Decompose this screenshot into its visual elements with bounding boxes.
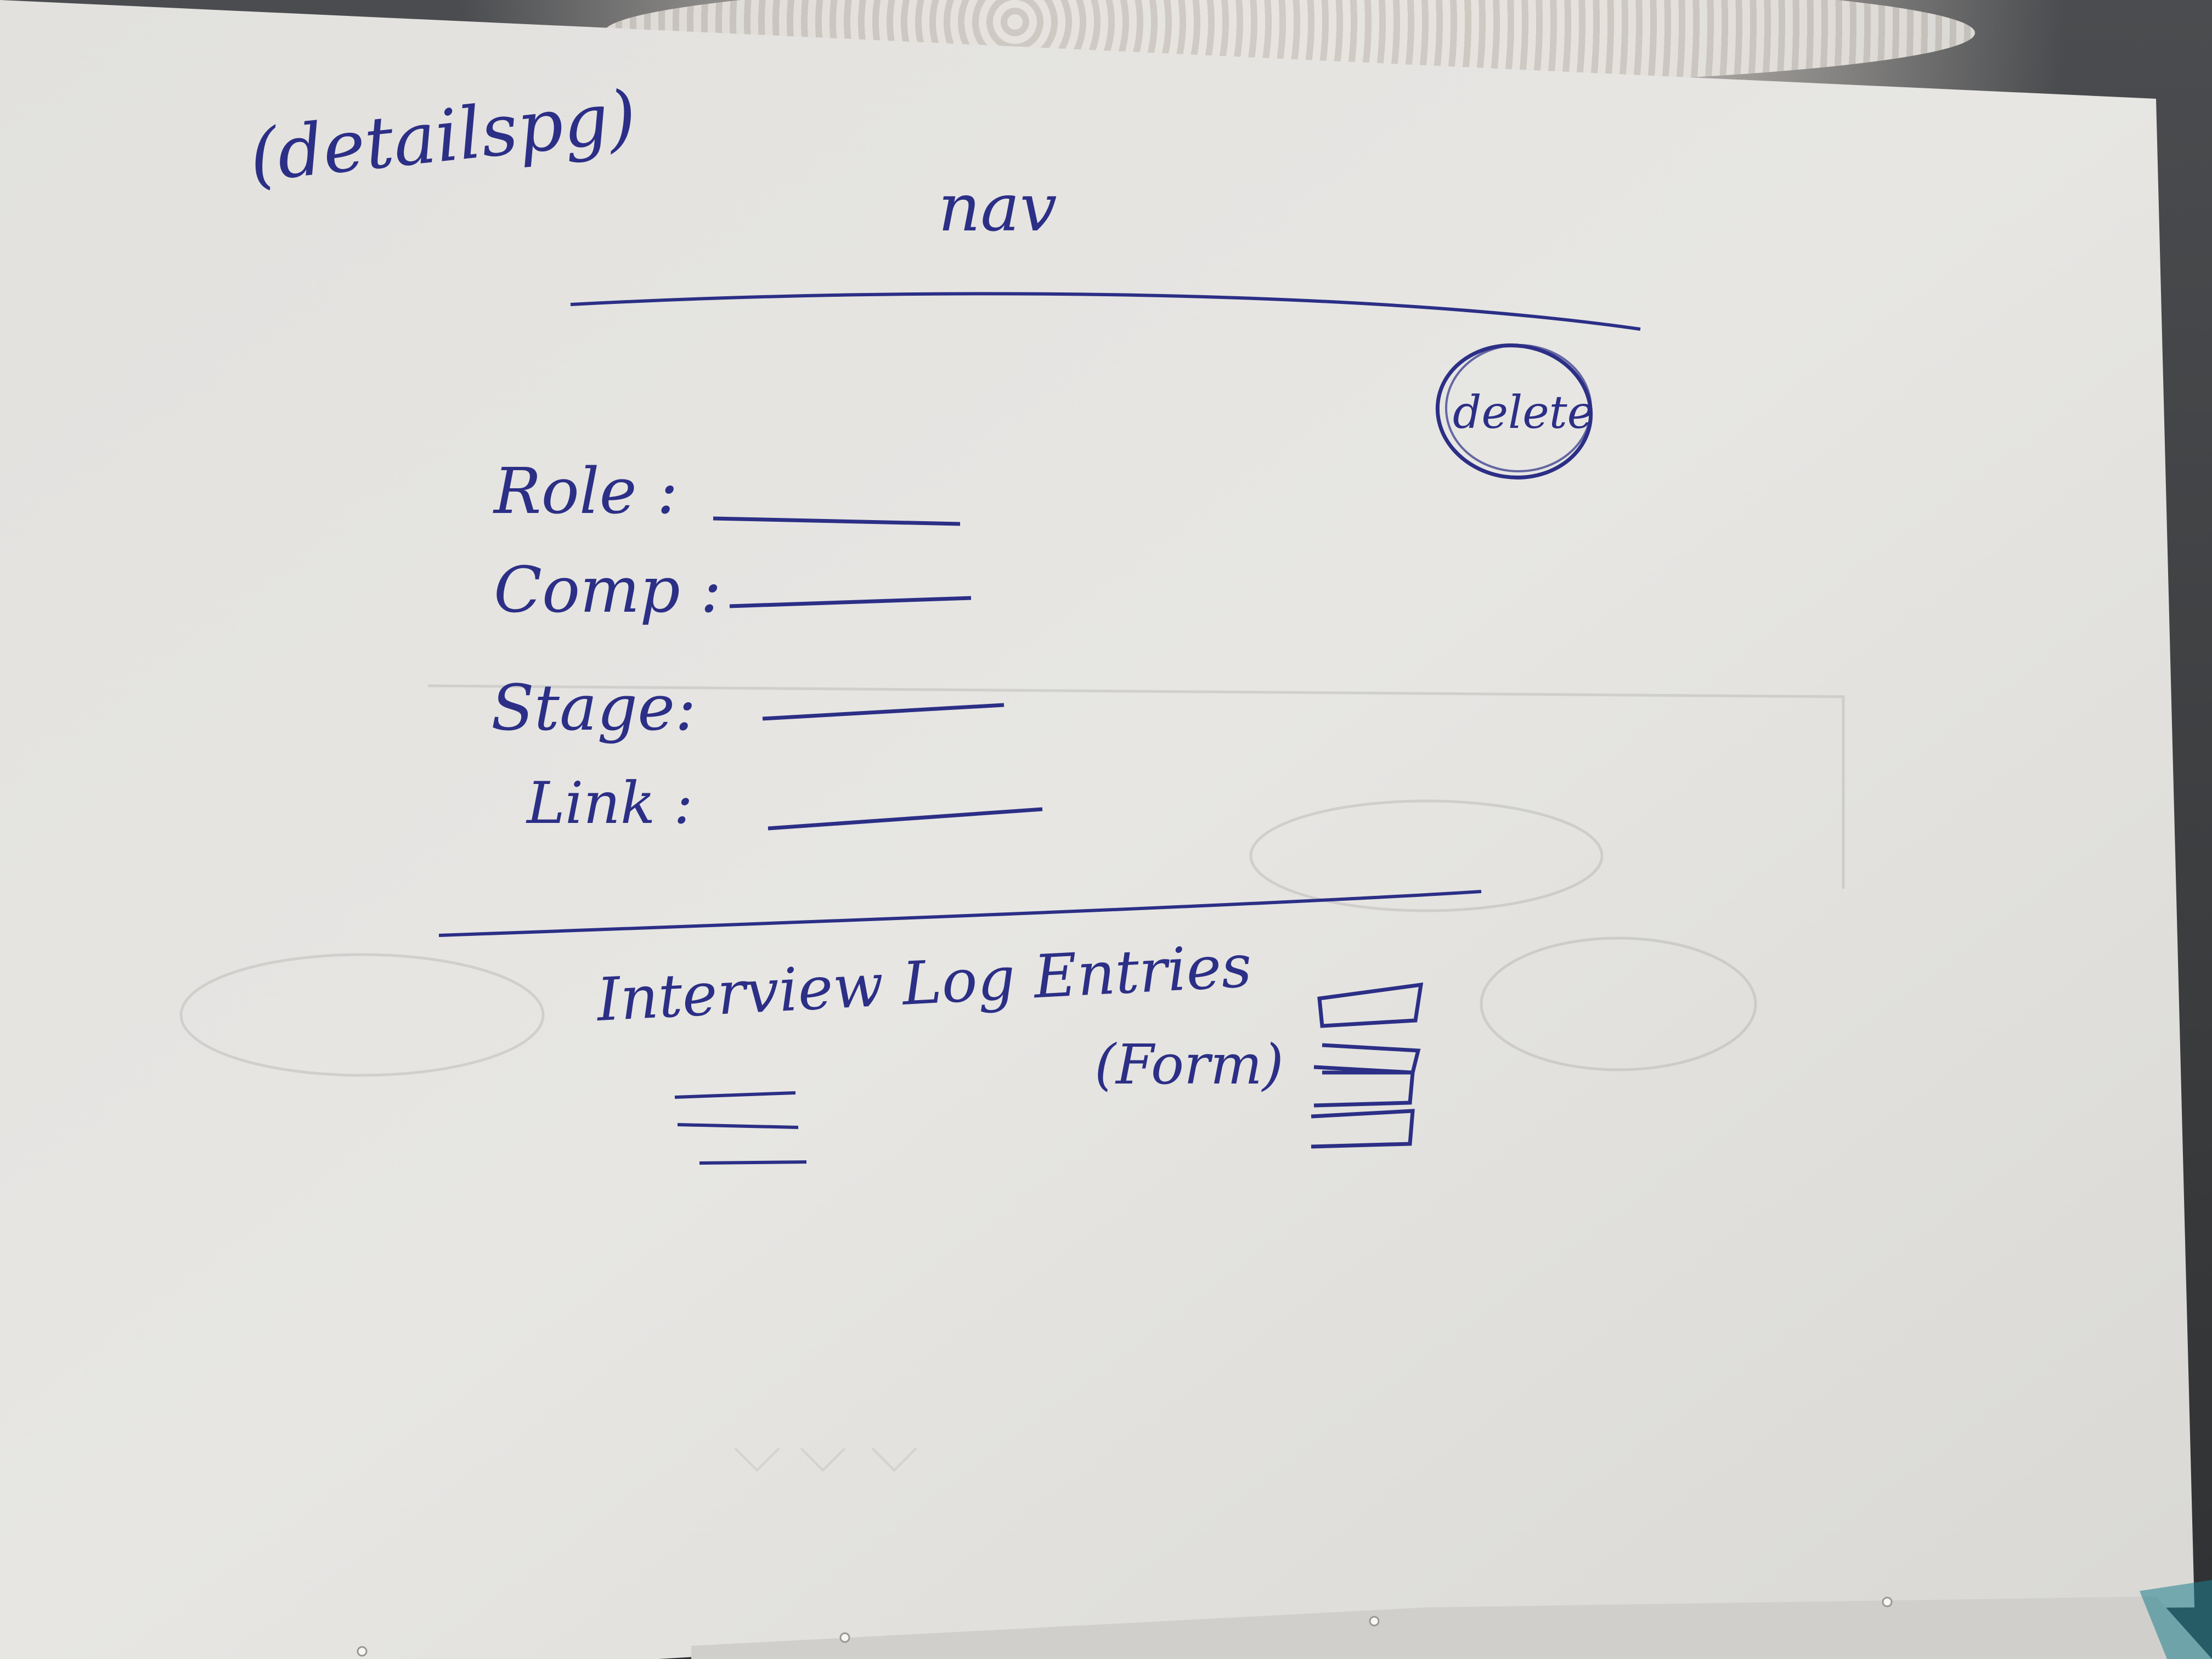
delete-button[interactable]: delete bbox=[1429, 336, 1600, 488]
nav-divider bbox=[570, 292, 1641, 331]
log-entry-line bbox=[677, 1123, 799, 1129]
log-entry-line bbox=[674, 1091, 796, 1099]
field-value-line-link bbox=[768, 807, 1043, 831]
page-label: (detailspg) bbox=[245, 75, 640, 198]
log-entry-line bbox=[699, 1160, 807, 1165]
field-value-line-comp bbox=[729, 596, 972, 608]
detail-field-link: Link : bbox=[526, 770, 1043, 837]
field-label-stage: Stage: bbox=[491, 672, 696, 745]
log-section-title: Interview Log Entries bbox=[594, 932, 1254, 1035]
field-label-link: Link : bbox=[526, 770, 693, 837]
field-label-comp: Comp : bbox=[494, 554, 721, 627]
detail-field-stage: Stage: bbox=[491, 672, 1005, 745]
field-value-line-stage bbox=[762, 703, 1005, 721]
delete-button-label: delete bbox=[1453, 387, 1594, 439]
detail-field-role: Role : bbox=[493, 455, 961, 528]
section-divider bbox=[438, 890, 1482, 937]
log-entries-list bbox=[674, 1091, 807, 1165]
detail-field-comp: Comp : bbox=[494, 554, 972, 627]
form-stack-icon bbox=[1311, 982, 1424, 1149]
nav-label: nav bbox=[938, 170, 1057, 246]
field-value-line-role bbox=[713, 516, 961, 526]
field-label-role: Role : bbox=[493, 455, 678, 528]
log-form-label: (Form) bbox=[1094, 1032, 1284, 1097]
